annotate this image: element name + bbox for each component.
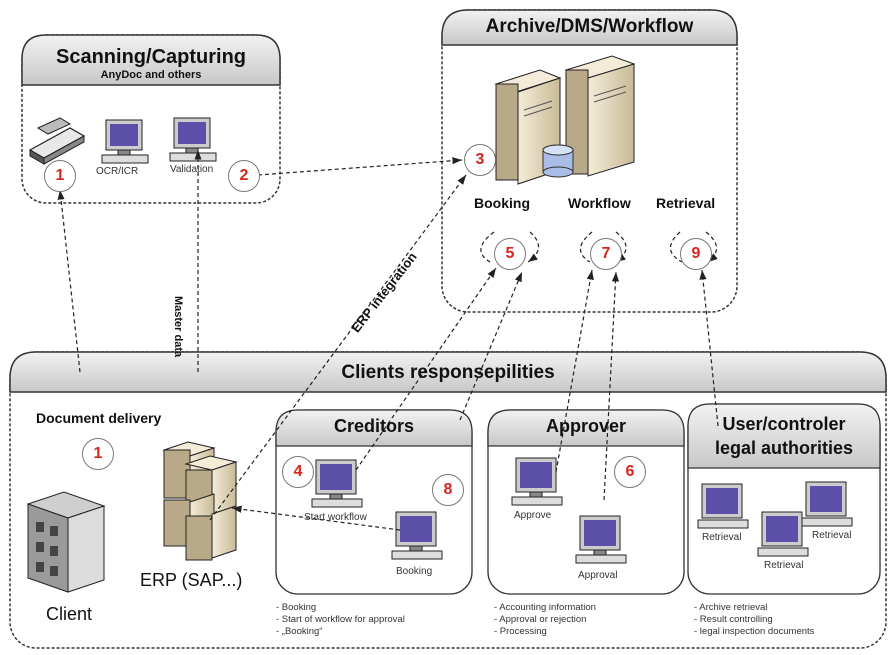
booking-loop-left [480, 231, 495, 263]
creditors-title: Creditors [333, 416, 414, 436]
start-workflow-arrow [355, 267, 497, 471]
booking-to-erp-arrow [231, 505, 401, 531]
master-data-label: Master data [172, 296, 184, 358]
connectors [57, 150, 719, 531]
approval-label: Approval [578, 570, 618, 581]
erp-server-icon [162, 441, 238, 561]
validation-computer-icon [169, 117, 217, 162]
booking-computer-icon [391, 511, 443, 560]
ocr-computer-icon [101, 119, 149, 164]
approver-title: Approver [545, 416, 626, 436]
erp-label: ERP (SAP...) [140, 570, 243, 590]
validation-to-archive-arrow [257, 157, 463, 176]
step-badge: 7 [590, 238, 622, 270]
erp-integration-arrow [209, 174, 467, 521]
scanner-icon [28, 117, 86, 165]
retrieval-computer-icon [757, 511, 809, 557]
booking-function-label: Booking [474, 195, 530, 211]
step-badge: 2 [228, 160, 260, 192]
document-delivery-label: Document delivery [36, 410, 162, 426]
step-badge: 3 [464, 144, 496, 176]
approve-label: Approve [514, 510, 552, 521]
client-building-icon [26, 491, 106, 593]
creditors-panel [275, 409, 473, 595]
retrieval-computer-icon [801, 481, 853, 527]
approve-arrow [555, 269, 594, 473]
user-title-line2: legal authorities [714, 438, 854, 458]
step-badge: 5 [494, 238, 526, 270]
user-title-line1: User/controler [722, 414, 846, 434]
retrieval-pc-label-2: Retrieval [812, 530, 852, 541]
step-badge: 6 [614, 456, 646, 488]
retrieval-function-label: Retrieval [656, 195, 716, 211]
workflow-function-label: Workflow [568, 195, 631, 211]
step-badge: 1 [44, 160, 76, 192]
step-badge: 4 [282, 456, 314, 488]
approve-computer-icon [511, 457, 563, 506]
user-panel [687, 403, 881, 595]
archive-title: Archive/DMS/Workflow [485, 16, 694, 37]
approval-computer-icon [575, 515, 627, 564]
approver-bullet-3: - Processing [494, 626, 547, 637]
scanning-title: Scanning/Capturing [56, 46, 246, 68]
retrieval-loop-right [705, 231, 718, 263]
user-bullet-1: - Archive retrieval [694, 602, 768, 613]
retrieval-computer-icon [697, 483, 749, 529]
creditors-bullet-1: - Booking [276, 602, 317, 613]
ocr-label: OCR/ICR [96, 166, 139, 177]
creditors-bullet-2: - Start of workflow for approval [276, 614, 405, 625]
start-workflow-computer-icon [311, 459, 363, 508]
approver-bullet-2: - Approval or rejection [494, 614, 587, 625]
booking-arrow [459, 271, 523, 421]
client-label: Client [46, 604, 93, 624]
creditors-bullet-3: - „Booking“ [276, 626, 323, 637]
delivery-to-scanner-arrow [57, 189, 81, 373]
booking-pc-label: Booking [396, 566, 433, 577]
user-bullet-3: - legal inspection documents [694, 626, 815, 637]
database-icon [542, 144, 574, 178]
approver-bullet-1: - Accounting information [494, 602, 596, 613]
step-badge: 8 [432, 474, 464, 506]
retrieval-pc-label-3: Retrieval [764, 560, 804, 571]
workflow-loop-right [615, 231, 627, 263]
clients-title: Clients responsepilities [341, 362, 555, 383]
validation-label: Validation [170, 164, 214, 175]
start-workflow-label: Start workflow [304, 512, 367, 523]
booking-loop-right [527, 231, 540, 263]
retrieval-pc-label-1: Retrieval [702, 532, 742, 543]
approval-arrow [603, 271, 620, 501]
retrieval-arrow [699, 269, 719, 427]
user-bullet-2: - Result controlling [694, 614, 773, 625]
step-badge: 9 [680, 238, 712, 270]
step-badge: 1 [82, 438, 114, 470]
scanning-subtitle: AnyDoc and others [100, 69, 202, 81]
